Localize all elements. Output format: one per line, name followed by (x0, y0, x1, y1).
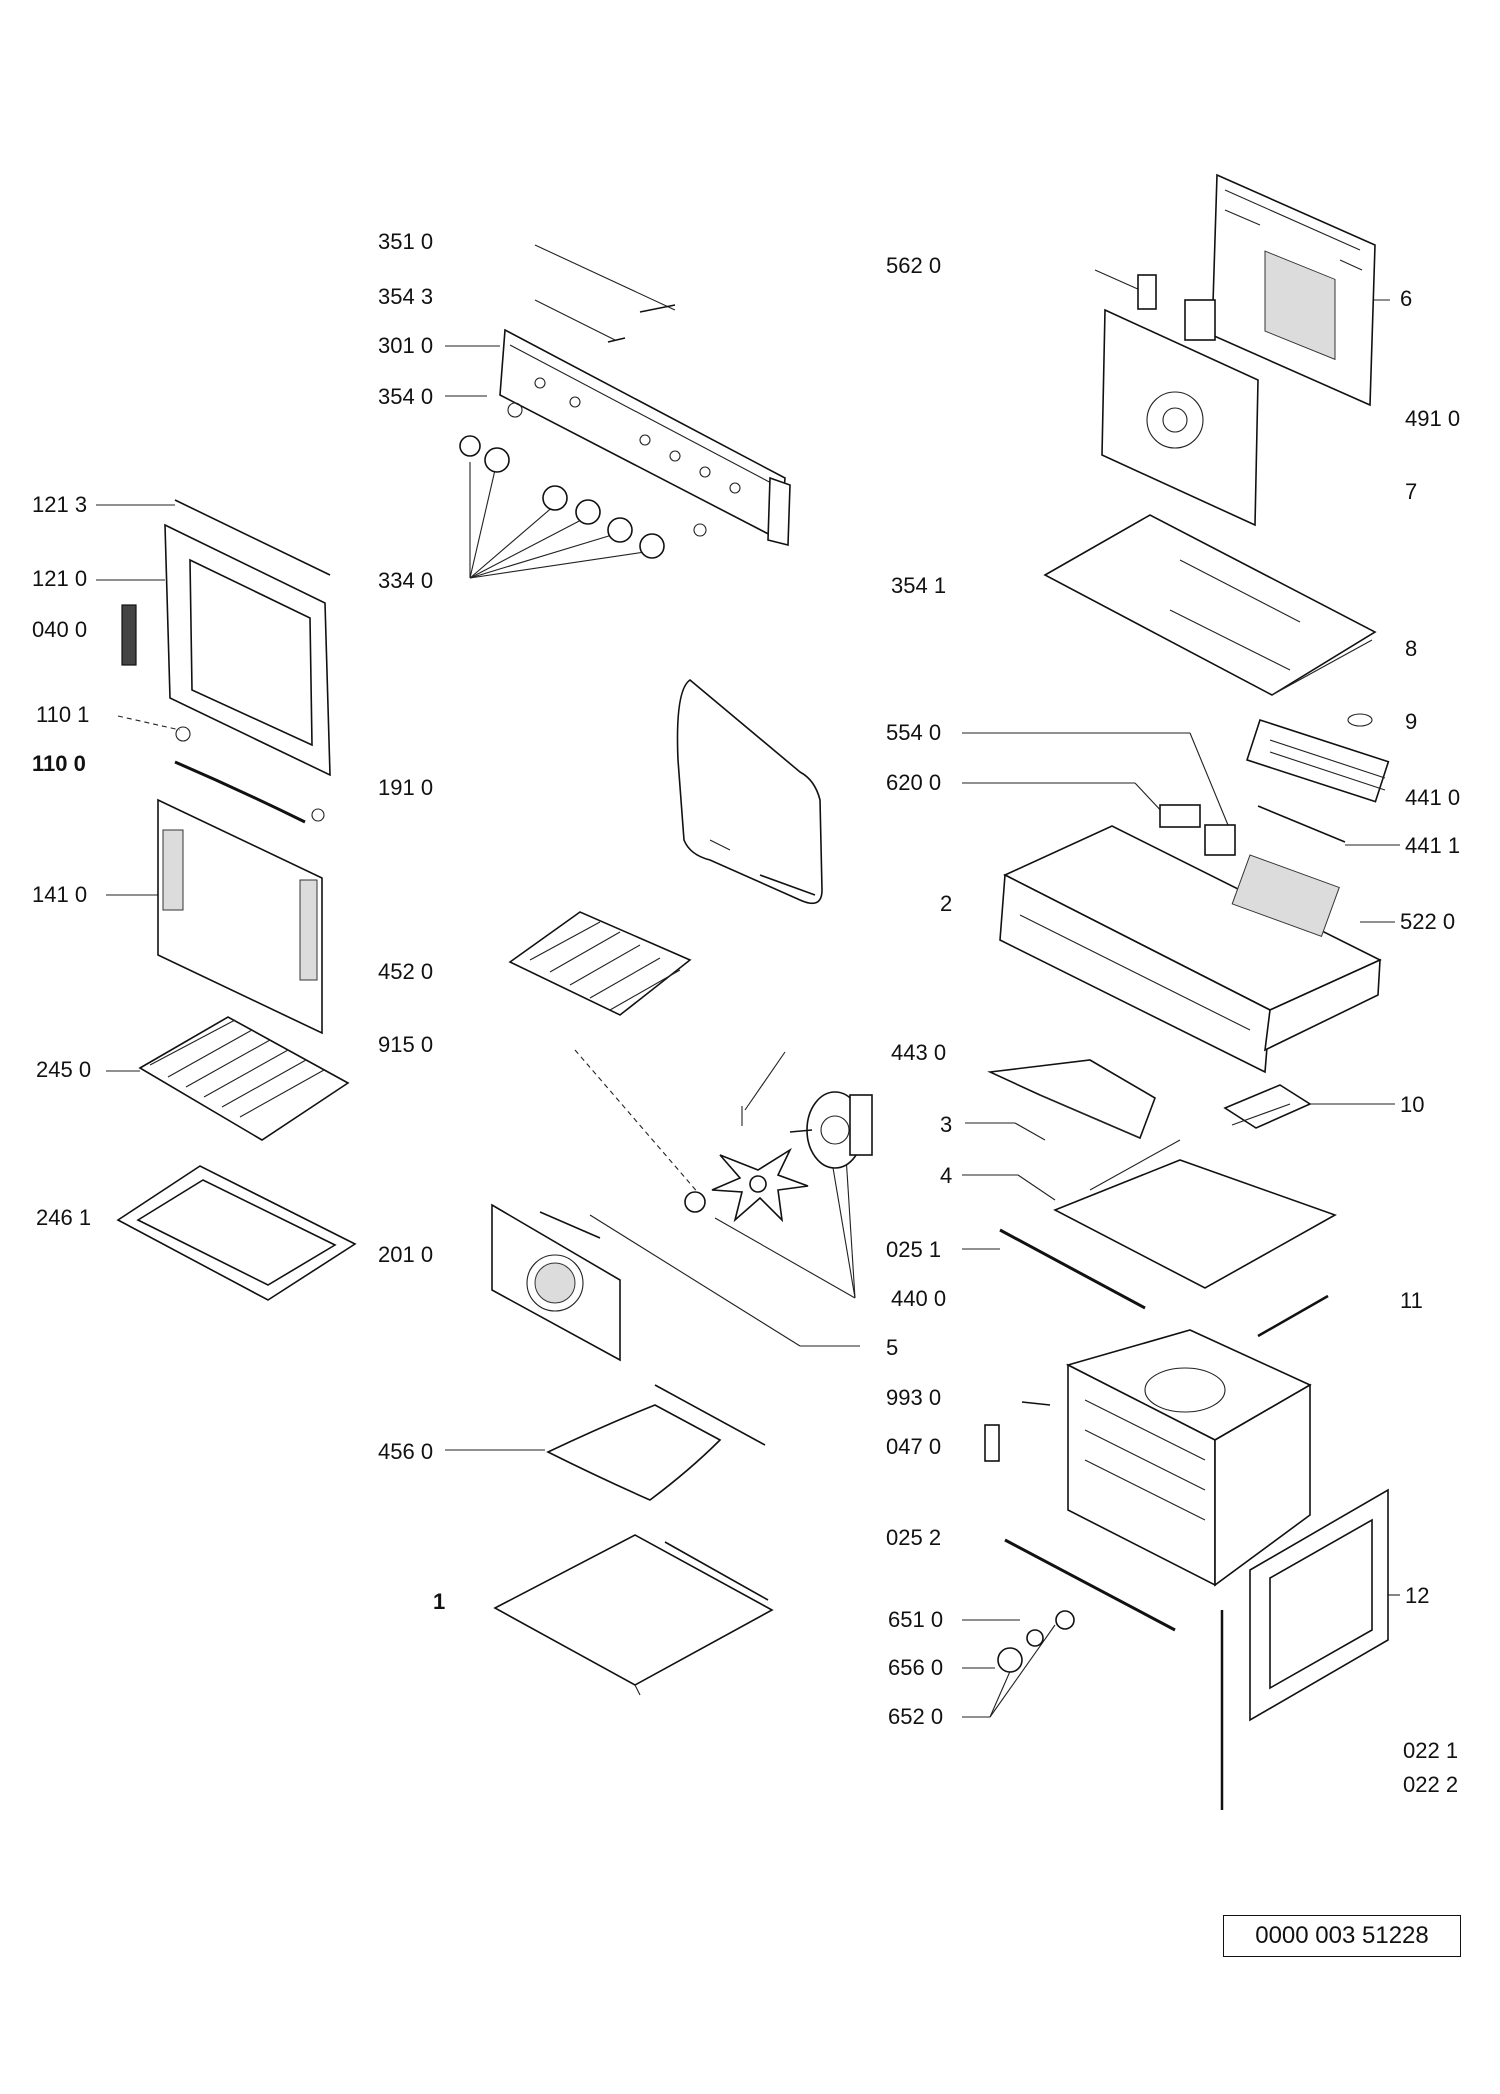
label-452-0: 452 0 (378, 959, 433, 984)
label-554-0: 554 0 (886, 720, 941, 745)
bracket-10 (1223, 1084, 1312, 1129)
label-6: 6 (1400, 286, 1412, 311)
label-491-0: 491 0 (1405, 406, 1460, 431)
label-245-0: 245 0 (36, 1057, 91, 1082)
part-labels: 351 0 354 3 301 0 354 0 334 0 562 0 6 49… (32, 229, 1460, 1797)
label-562-0: 562 0 (886, 253, 941, 278)
label-351-0: 351 0 (378, 229, 433, 254)
label-10: 10 (1400, 1092, 1424, 1117)
label-022-1: 022 1 (1403, 1738, 1458, 1763)
label-040-0: 040 0 (32, 617, 87, 642)
outer-door-141-0 (157, 798, 323, 1035)
label-441-1: 441 1 (1405, 833, 1460, 858)
label-441-0: 441 0 (1405, 785, 1460, 810)
rear-panel-6 (1211, 173, 1376, 407)
fan-blade-440-0 (684, 1147, 809, 1223)
label-651-0: 651 0 (888, 1607, 943, 1632)
label-354-3: 354 3 (378, 284, 433, 309)
label-440-0: 440 0 (891, 1286, 946, 1311)
label-443-0: 443 0 (891, 1040, 946, 1065)
label-022-2: 022 2 (1403, 1772, 1458, 1797)
grill-element-452-0 (508, 911, 692, 1016)
label-5: 5 (886, 1335, 898, 1360)
lamp-cover-656-0 (997, 1647, 1023, 1673)
lamp-651-0 (1026, 1610, 1075, 1647)
side-plate-3 (987, 1059, 1156, 1140)
screw-993-0 (1021, 1401, 1051, 1406)
lamp-socket-047-0 (984, 1424, 1000, 1462)
label-110-1: 110 1 (36, 702, 89, 727)
label-246-1: 246 1 (36, 1205, 91, 1230)
label-301-0: 301 0 (378, 333, 433, 358)
label-4: 4 (940, 1163, 952, 1188)
oven-cavity (1065, 1329, 1312, 1587)
label-110-0: 110 0 (32, 751, 86, 776)
label-121-3: 121 3 (32, 492, 87, 517)
back-plate-7 (1101, 274, 1259, 527)
label-025-2: 025 2 (886, 1525, 941, 1550)
control-housing-2 (999, 804, 1382, 1074)
rail-11 (1257, 1294, 1329, 1338)
label-8: 8 (1405, 636, 1417, 661)
label-2: 2 (940, 891, 952, 916)
tangential-fan-441-0 (1246, 713, 1390, 843)
knobs-334-0 (459, 435, 665, 559)
fan-motor-443-0 (789, 1091, 873, 1169)
label-620-0: 620 0 (886, 770, 941, 795)
label-3: 3 (940, 1112, 952, 1137)
label-652-0: 652 0 (888, 1704, 943, 1729)
label-201-0: 201 0 (378, 1242, 433, 1267)
label-656-0: 656 0 (888, 1655, 943, 1680)
fan-cover-201-0 (491, 1203, 621, 1362)
side-plate-4 (1053, 1139, 1337, 1289)
top-plate-8 (1043, 514, 1377, 696)
label-9: 9 (1405, 709, 1417, 734)
label-121-0: 121 0 (32, 566, 87, 591)
bottom-plate-1 (493, 1534, 774, 1696)
label-334-0: 334 0 (378, 568, 433, 593)
baking-tray-246-1 (116, 1165, 357, 1301)
label-141-0: 141 0 (32, 882, 87, 907)
control-panel-301-0 (499, 304, 791, 547)
door-handle-110-0 (174, 760, 325, 824)
label-522-0: 522 0 (1400, 909, 1455, 934)
rail-025-2 (1004, 1538, 1176, 1632)
label-456-0: 456 0 (378, 1439, 433, 1464)
label-993-0: 993 0 (886, 1385, 941, 1410)
front-frame-12 (1249, 1488, 1389, 1722)
label-354-1: 354 1 (891, 573, 946, 598)
door-frame-121-0 (121, 499, 331, 777)
label-025-1: 025 1 (886, 1237, 941, 1262)
wire-shelf-245-0 (138, 1016, 350, 1141)
label-191-0: 191 0 (378, 775, 433, 800)
bottom-element-456-0 (546, 1384, 766, 1501)
document-number: 0000 003 51228 (1223, 1915, 1461, 1957)
rail-025-1 (999, 1228, 1146, 1310)
label-1: 1 (433, 1589, 445, 1614)
label-047-0: 047 0 (886, 1434, 941, 1459)
glass-panel-191-0 (676, 679, 823, 905)
label-915-0: 915 0 (378, 1032, 433, 1057)
label-12: 12 (1405, 1583, 1429, 1608)
label-354-0: 354 0 (378, 384, 433, 409)
label-7: 7 (1405, 479, 1417, 504)
label-11: 11 (1400, 1288, 1423, 1313)
